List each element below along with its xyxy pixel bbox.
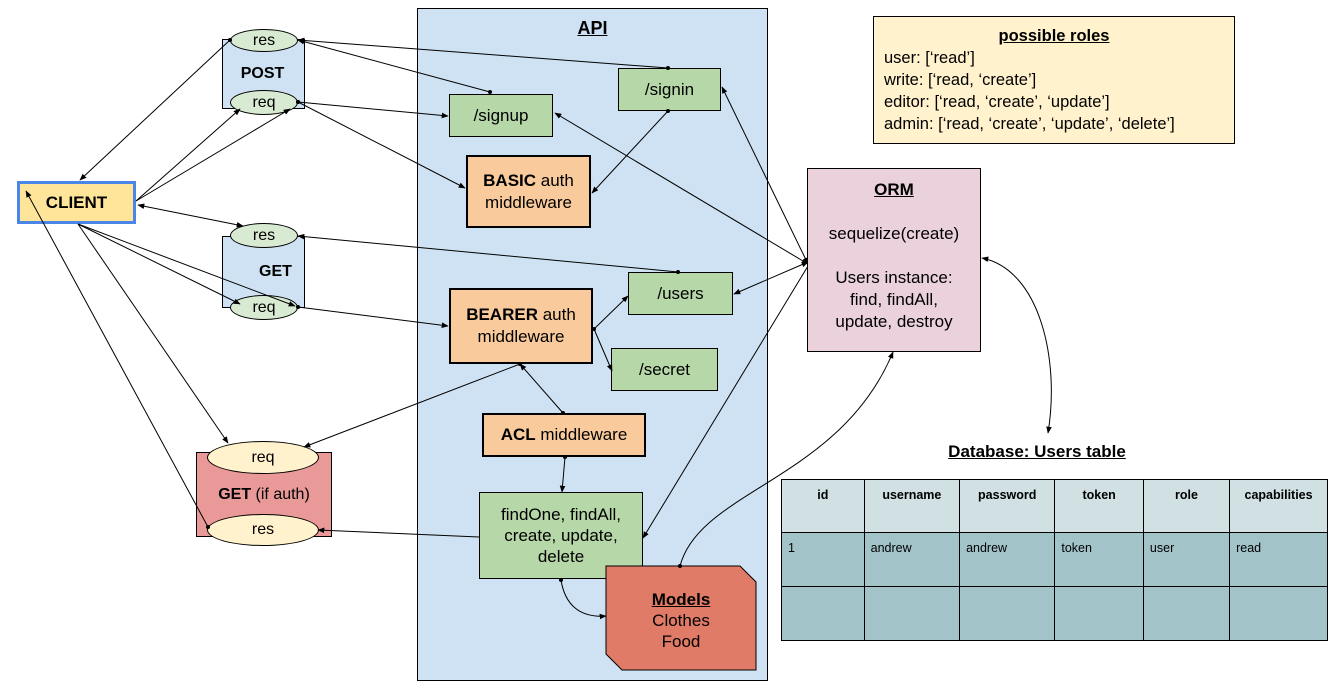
get-auth-rest: (if auth) (251, 485, 310, 503)
orm-title: ORM (874, 180, 914, 199)
roles-line-2: write: [‘read, ‘create’] (884, 71, 1037, 89)
header-capabilities: capabilities (1229, 479, 1328, 533)
header-username: username (863, 479, 961, 533)
get-auth-req-ellipse[interactable]: req (207, 441, 319, 474)
cell-username: andrew (863, 532, 961, 587)
users-table: id username password token role capabili… (781, 479, 1328, 641)
header-id: id (781, 479, 865, 533)
orm-line-1: sequelize(create) (828, 224, 960, 243)
cell-username (863, 586, 961, 641)
cell-role: user (1142, 532, 1231, 587)
cell-role (1142, 586, 1231, 641)
get-auth-label: GET (if auth) (218, 486, 310, 504)
api-title: API (577, 18, 608, 38)
acl-rest: middleware (535, 425, 628, 444)
table-row (781, 586, 1328, 641)
roles-line-1: user: [‘read’] (884, 49, 975, 67)
cell-password: andrew (959, 532, 1056, 587)
bearer-rest: auth (537, 305, 576, 324)
get-req-ellipse[interactable]: req (230, 295, 298, 320)
header-token: token (1054, 479, 1144, 533)
get-auth-bold: GET (218, 485, 252, 503)
get-label: GET (259, 263, 292, 280)
bearer-line2: middleware (477, 327, 565, 346)
header-password: password (959, 479, 1056, 533)
bearer-line1: BEARER auth (466, 304, 576, 326)
basic-bold: BASIC (483, 170, 537, 190)
post-res-ellipse[interactable]: res (230, 29, 298, 52)
get-auth-res-ellipse[interactable]: res (207, 514, 319, 546)
models-title: Models (651, 589, 711, 609)
handlers-line-2: create, update, (504, 526, 618, 545)
table-row: 1 andrew andrew token user read (781, 532, 1328, 587)
models-item-1: Clothes (652, 610, 710, 630)
cell-id (781, 586, 865, 641)
roles-line-4: admin: [‘read, ‘create’, ‘update’, ‘dele… (884, 115, 1175, 133)
users-endpoint[interactable]: /users (628, 272, 733, 315)
post-label: POST (240, 65, 285, 82)
orm-box: ORM sequelize(create) Users instance: fi… (807, 168, 981, 352)
connector-lines (25, 37, 1052, 620)
signup-endpoint[interactable]: /signup (449, 94, 553, 137)
handlers-box: findOne, findAll, create, update, delete (479, 492, 643, 579)
cell-token (1054, 586, 1144, 641)
database-title: Database: Users table (948, 442, 1126, 461)
handlers-line-3: delete (537, 547, 585, 566)
orm-line-2: Users instance: (835, 268, 953, 287)
basic-line2: middleware (485, 192, 572, 212)
handlers-line-1: findOne, findAll, (500, 505, 621, 524)
roles-title: possible roles (998, 27, 1110, 45)
table-header-row: id username password token role capabili… (781, 479, 1328, 533)
orm-line-3: find, findAll, (850, 290, 938, 309)
roles-note: possible roles user: [‘read’] write: [‘r… (873, 16, 1235, 144)
cell-capabilities: read (1229, 532, 1328, 587)
models-item-2: Food (661, 631, 701, 651)
roles-line-3: editor: [‘read, ‘create’, ‘update’] (884, 93, 1110, 111)
orm-line-4: update, destroy (835, 312, 953, 331)
bearer-bold: BEARER (466, 305, 538, 324)
cell-password (959, 586, 1056, 641)
cell-token: token (1054, 532, 1144, 587)
header-role: role (1142, 479, 1231, 533)
models-box: Models Clothes Food (606, 582, 756, 658)
cell-capabilities (1229, 586, 1328, 641)
cell-id: 1 (781, 532, 865, 587)
